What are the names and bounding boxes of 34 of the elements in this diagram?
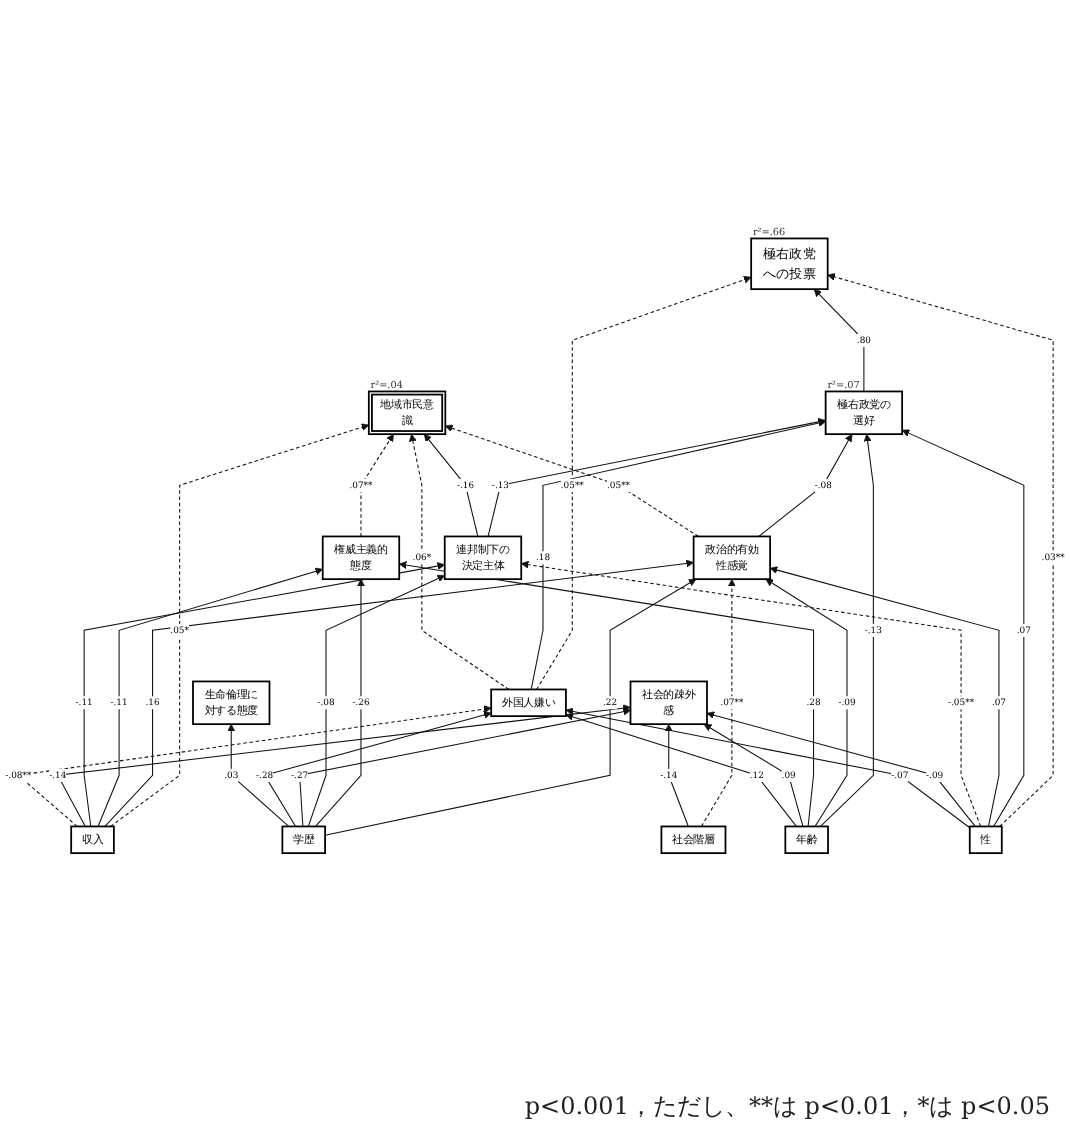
arrow [703,723,804,827]
arrow [110,423,370,827]
arrow [765,578,848,827]
arrow [530,419,826,690]
arrow [423,433,479,537]
arrow [536,275,752,690]
caption: p<0.001，ただし、**は p<0.01，*は p<0.05 [524,1090,1050,1124]
arrow [227,723,290,827]
arrow [360,433,394,537]
arrow [664,723,689,827]
arrow [901,429,1025,827]
arrow [706,711,976,827]
arrow [444,424,699,537]
arrow [409,433,510,690]
arrow [315,578,365,827]
arrow [827,273,1054,827]
arrow [487,418,826,537]
arrow [700,578,736,827]
arrow [398,561,815,827]
arrow [56,704,631,827]
arrow [299,707,631,827]
arrow [104,559,694,827]
arrow [263,711,492,827]
arrow [97,567,324,827]
arrow [324,578,697,836]
arrow [819,433,874,827]
arrow [307,574,446,827]
arrow [565,713,797,827]
arrow [758,433,853,537]
arrow [813,288,865,392]
arrow [769,566,1000,827]
arrow [83,562,446,827]
arrow [565,707,971,829]
arrow [520,560,982,827]
